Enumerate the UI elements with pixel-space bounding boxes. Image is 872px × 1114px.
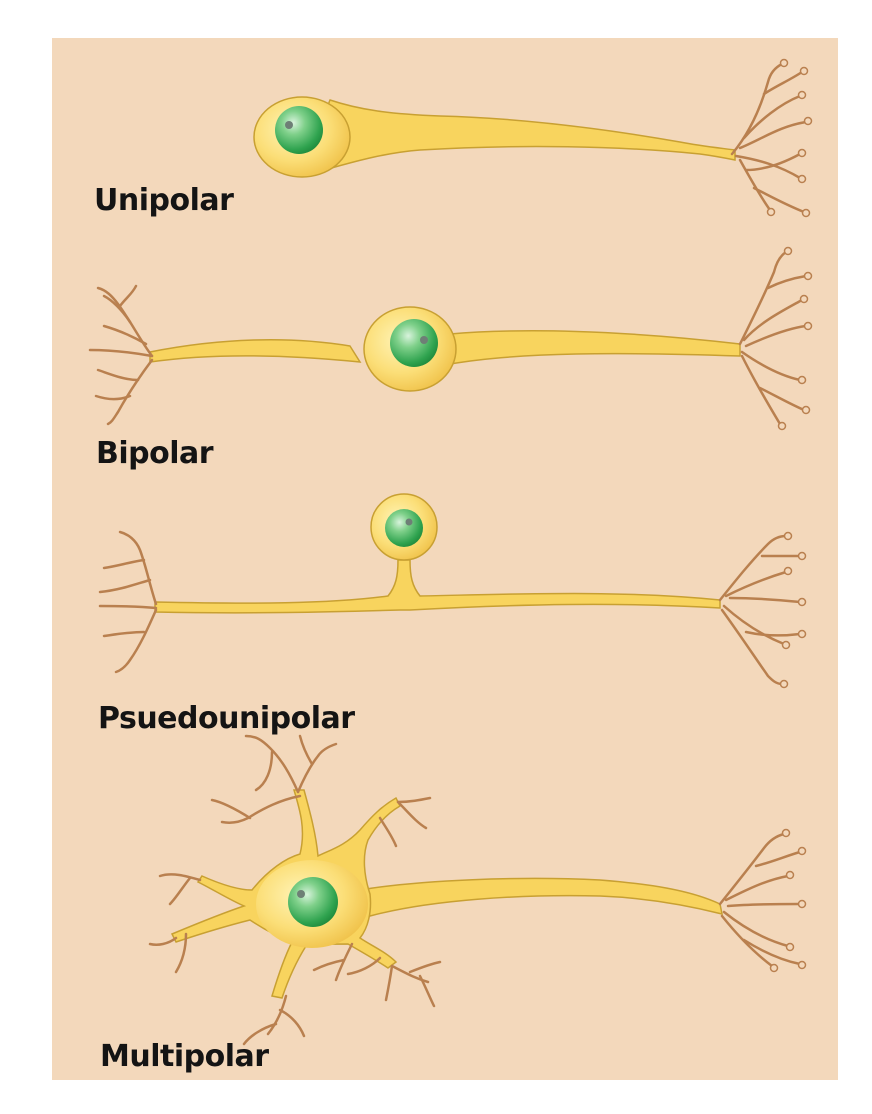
pseudounipolar-dendrites [98,530,158,674]
unipolar-neuron [253,58,813,218]
pseudounipolar-terminal-knobs [779,531,807,689]
label-pseudounipolar: Psuedounipolar [98,701,355,736]
bipolar-nucleus [390,319,438,367]
bipolar-axon [149,330,741,365]
unipolar-axon-terminals [730,62,808,214]
multipolar-nucleolus [297,890,305,898]
label-multipolar: Multipolar [100,1039,269,1074]
bipolar-terminal-knobs [777,246,813,431]
bipolar-neuron [88,246,813,431]
multipolar-terminal-knobs [769,828,807,973]
label-unipolar: Unipolar [94,183,234,218]
pseudounipolar-axon-terminals [718,534,802,686]
unipolar-terminal-knobs [766,58,813,218]
label-bipolar: Bipolar [96,436,214,471]
unipolar-axon [298,99,736,178]
multipolar-dendrites [148,734,442,1046]
bipolar-axon-terminals [738,250,808,426]
unipolar-nucleolus [285,121,293,129]
pseudounipolar-nucleolus [405,518,413,526]
pseudounipolar-nucleus [385,509,423,547]
multipolar-axon-terminals [718,832,802,968]
pseudounipolar-axon [154,559,721,614]
bipolar-dendrites [88,284,154,426]
unipolar-nucleus [275,106,323,154]
bipolar-nucleolus [420,336,428,344]
multipolar-nucleus [288,877,338,927]
multipolar-neuron [148,734,807,1046]
multipolar-axon [358,877,723,917]
pseudounipolar-neuron [98,493,807,689]
